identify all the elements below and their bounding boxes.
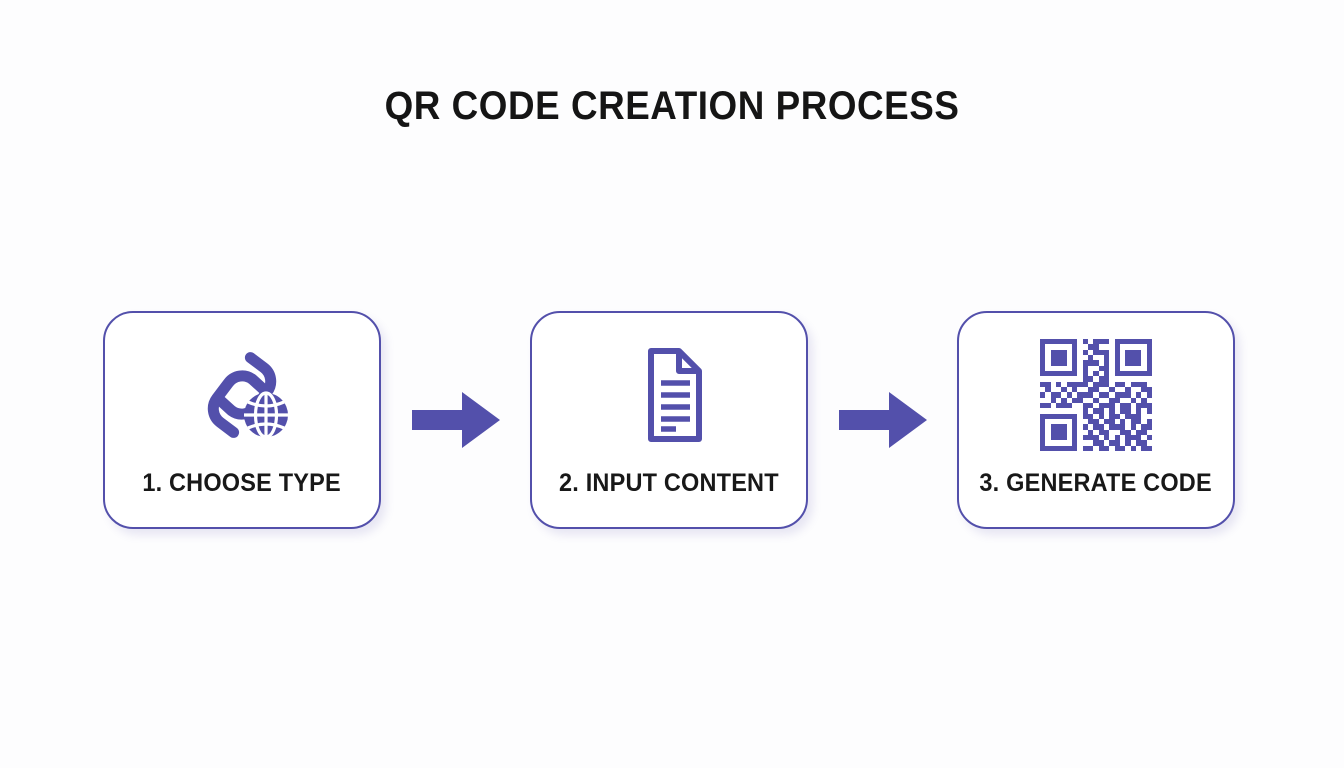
- qr-code-icon: [1040, 339, 1152, 451]
- step-card-label: 3. GENERATE CODE: [979, 469, 1213, 497]
- link-globe-icon: [186, 339, 298, 451]
- arrow-right-icon: [408, 384, 504, 456]
- step-card-input-content[interactable]: 2. INPUT CONTENT: [530, 311, 808, 529]
- step-card-choose-type[interactable]: 1. CHOOSE TYPE: [103, 311, 381, 529]
- qr-code-matrix: [1040, 339, 1152, 451]
- document-lines-icon: [613, 339, 725, 451]
- process-flow: 1. CHOOSE TYPE: [103, 311, 1235, 529]
- step-card-generate-code[interactable]: 3. GENERATE CODE: [957, 311, 1235, 529]
- arrow-right-icon: [835, 384, 931, 456]
- page-title: QR CODE CREATION PROCESS: [384, 84, 960, 128]
- step-card-label: 1. CHOOSE TYPE: [142, 469, 342, 497]
- step-card-label: 2. INPUT CONTENT: [559, 469, 779, 497]
